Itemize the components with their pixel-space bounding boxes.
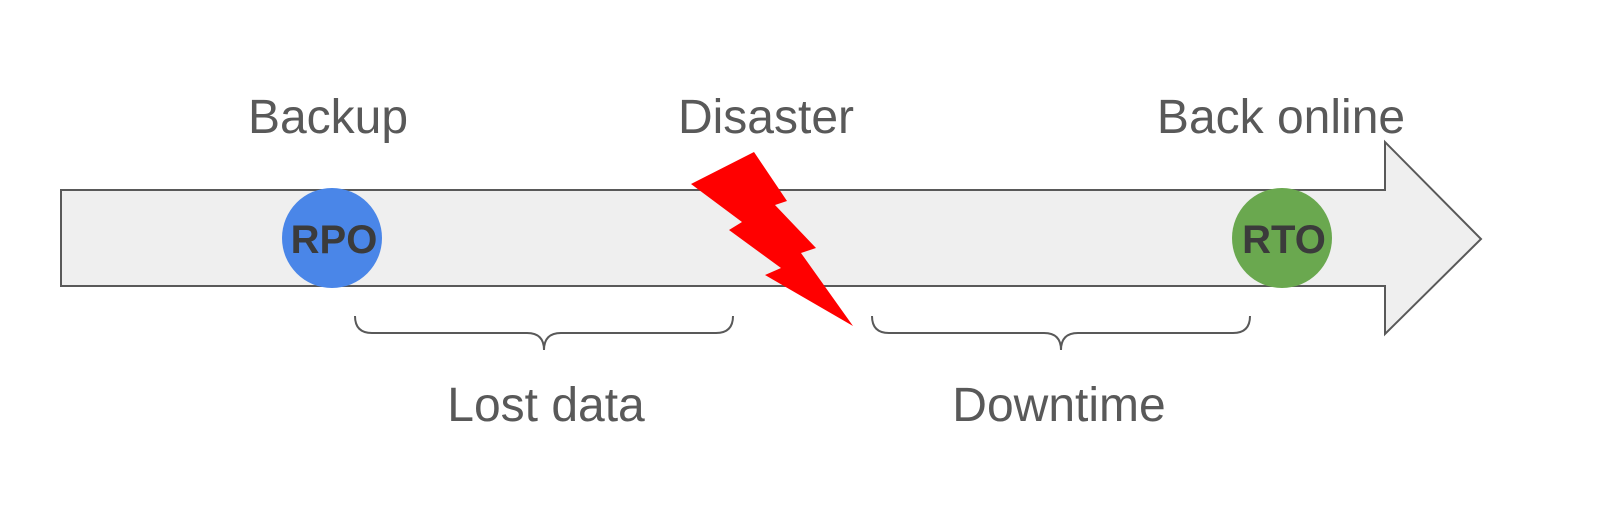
rto-label: RTO bbox=[1242, 218, 1326, 262]
lost-data-brace bbox=[354, 315, 734, 351]
backup-label: Backup bbox=[248, 91, 408, 144]
rpo-circle bbox=[282, 188, 382, 288]
rpo-label: RPO bbox=[291, 218, 378, 262]
rto-circle bbox=[1232, 188, 1332, 288]
downtime-brace bbox=[871, 315, 1251, 351]
lost-data-label: Lost data bbox=[447, 379, 645, 432]
lightning-bolt-icon bbox=[691, 152, 853, 326]
downtime-label: Downtime bbox=[952, 379, 1165, 432]
back-online-label: Back online bbox=[1157, 91, 1405, 144]
disaster-label: Disaster bbox=[678, 91, 854, 144]
